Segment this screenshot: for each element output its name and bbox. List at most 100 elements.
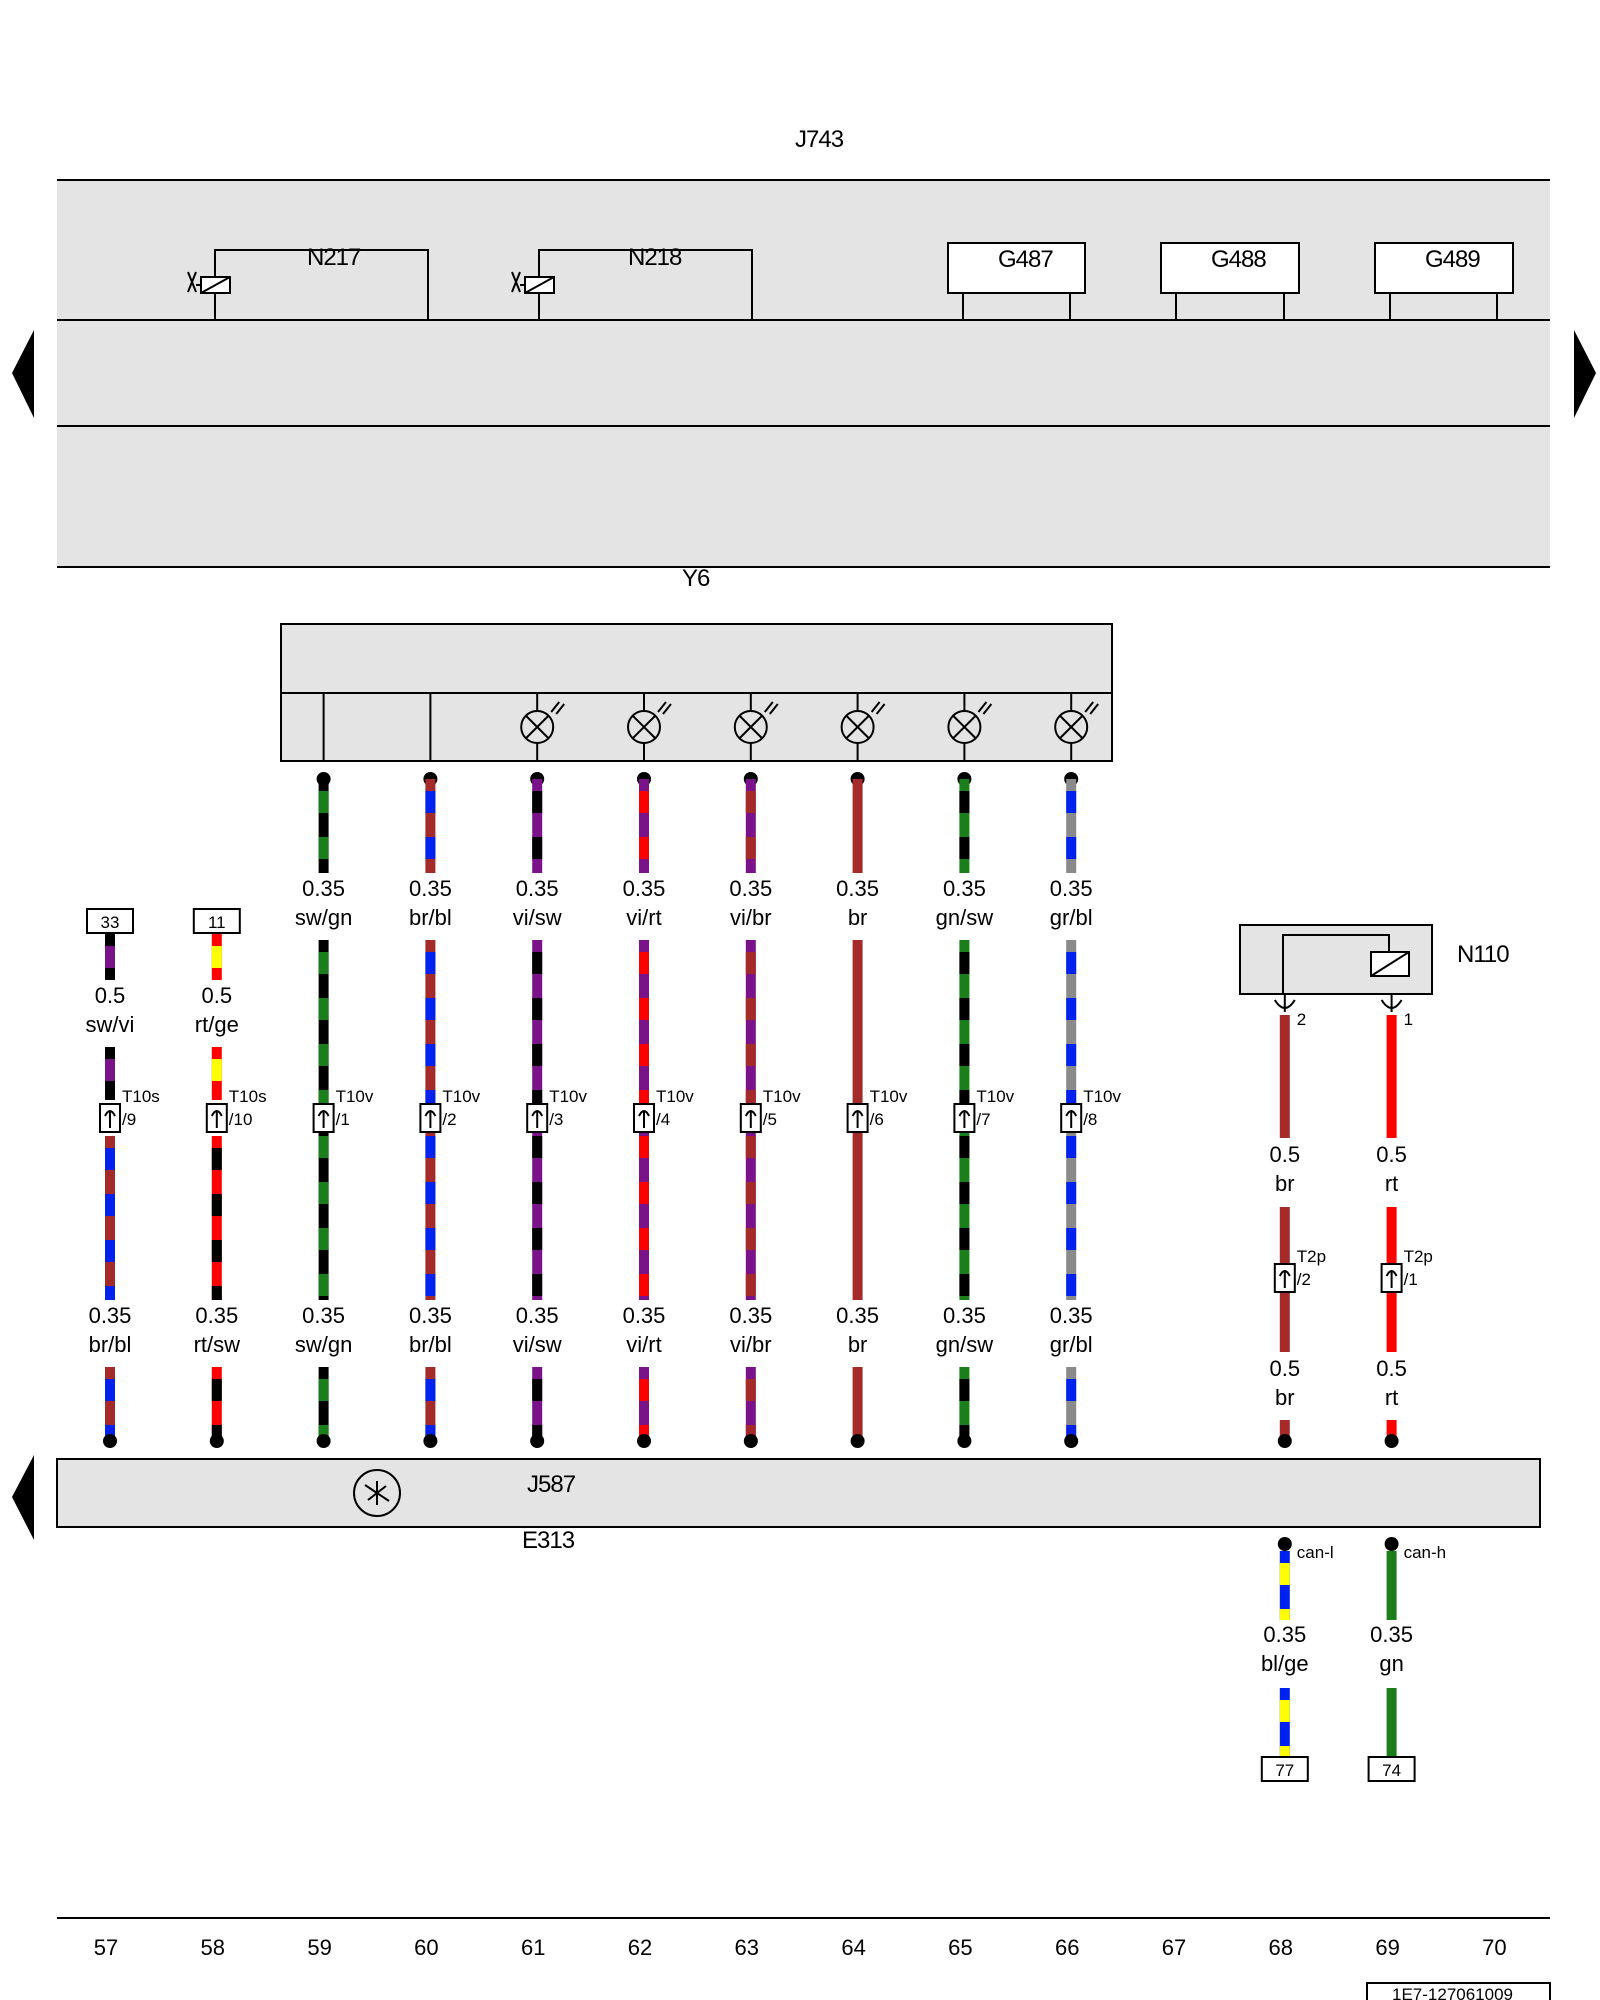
wire-col-57-lower-label-color: br/bl	[89, 1332, 132, 1357]
wire-stripe	[105, 1194, 115, 1216]
junction-dot	[850, 1434, 865, 1448]
wire-col-65-lower-label-size: 0.35	[943, 1303, 986, 1328]
wire-col-69-can-signal: can-h	[1404, 1543, 1447, 1562]
wire-col-68-can-label-size: 0.35	[1263, 1622, 1306, 1647]
junction-dot	[316, 1434, 331, 1448]
wire-base	[1066, 1367, 1077, 1441]
wire-col-62-lower-label-size: 0.35	[623, 1303, 666, 1328]
wire-col-69-lower-label-color: rt	[1385, 1385, 1398, 1410]
wire-col-65-upper-label-size: 0.35	[943, 876, 986, 901]
wire-stripe	[639, 1274, 649, 1296]
wire-col-61-upper-label-color: vi/sw	[513, 905, 562, 930]
wire-col-66-lower-label-color: gr/bl	[1050, 1332, 1093, 1357]
wire-col-69-lower-label-size: 0.5	[1376, 1356, 1407, 1381]
lamp-rays	[870, 701, 886, 715]
wire-col-65-upper	[959, 779, 970, 873]
wire-col-58-mid	[211, 1136, 222, 1300]
wire-col-69-can-lower	[1386, 1688, 1397, 1758]
wire-stripe	[639, 1182, 649, 1204]
sensor-g487: G487	[947, 242, 1086, 320]
wire-stripe	[1066, 1044, 1077, 1066]
wire-stripe	[425, 1044, 436, 1066]
wire-stripe	[425, 1228, 436, 1250]
wire-stripe	[959, 1379, 970, 1401]
g487-label: G487	[998, 246, 1053, 273]
wire-stripe	[211, 1059, 222, 1081]
wire-stripe	[318, 1274, 329, 1296]
lamp-cross	[845, 715, 870, 739]
wire-stripe	[1279, 1700, 1290, 1722]
wire-col-64-lower-label-color: br	[848, 1332, 868, 1357]
wire-stripe	[745, 1044, 756, 1066]
wire-stripe	[959, 952, 970, 974]
wire-col-68-can-lower	[1279, 1688, 1290, 1758]
junction-dot	[637, 1434, 651, 1448]
wire-col-68-can-ref: 77	[1260, 1756, 1309, 1782]
right-continue-arrow	[1574, 330, 1596, 418]
lamp-cross	[952, 715, 977, 739]
wire-col-69-n110-pin: 1	[1404, 1010, 1413, 1029]
wire-col-62-upper	[639, 779, 649, 873]
wire-stripe	[425, 791, 436, 813]
n110-pin-icon	[1273, 994, 1296, 1012]
wire-col-64-upper-label-size: 0.35	[836, 876, 879, 901]
wire-col-69-can-upper	[1386, 1551, 1397, 1620]
wires-layer: 0.35sw/gnT10v/10.35sw/gn0.35br/blT10v/20…	[86, 772, 1447, 1782]
wire-stripe	[318, 791, 329, 813]
wire-col-61-lower-label-size: 0.35	[516, 1303, 559, 1328]
indicator-lamp-icon	[840, 701, 886, 744]
wire-base	[1386, 1551, 1397, 1620]
wire-col-68-lower	[1279, 1420, 1290, 1441]
wire-col-59-lower-label-size: 0.35	[302, 1303, 345, 1328]
connector-pin: /2	[442, 1110, 456, 1129]
wire-col-69-upper	[1386, 1015, 1397, 1138]
left-bottom-continue-arrow	[12, 1455, 34, 1540]
indicator-lamp-icon	[733, 701, 779, 744]
wire-col-57-top-label-size: 0.5	[95, 983, 126, 1008]
wire-stripe	[318, 1090, 329, 1112]
ref-number: 77	[1275, 1761, 1294, 1780]
wire-stripe	[105, 1059, 115, 1081]
wire-base	[425, 779, 436, 873]
e313-label: E313	[522, 1527, 575, 1554]
wire-col-62-upper-label-size: 0.35	[623, 876, 666, 901]
wire-stripe	[532, 1379, 543, 1401]
j743-unit: J743 Y6 N217 N218 G487	[12, 126, 1596, 592]
wire-base	[745, 779, 756, 873]
wire-col-69-upper-label-color: rt	[1385, 1171, 1398, 1196]
wire-col-63-upper-label-size: 0.35	[729, 876, 772, 901]
wire-col-61-upper	[532, 779, 543, 873]
junction-dot	[1384, 1537, 1399, 1551]
wire-stripe	[425, 1090, 436, 1112]
wire-stripe	[425, 952, 436, 974]
wire-stripe	[532, 837, 543, 859]
wire-stripe	[959, 1136, 970, 1158]
footer-code: 1E7-127061009	[1392, 1985, 1513, 2000]
wire-col-63-upper	[745, 779, 756, 873]
wire-stripe	[211, 1240, 222, 1262]
connector-pin: /5	[763, 1110, 777, 1129]
junction-dot	[957, 1434, 972, 1448]
lamp-cross	[525, 715, 549, 739]
wire-stripe	[639, 1136, 649, 1158]
wire-stripe	[745, 1182, 756, 1204]
wire-col-58-upper	[211, 1047, 222, 1100]
wire-stripe	[959, 1425, 970, 1441]
wire-col-58-lower	[211, 1367, 222, 1441]
wire-col-68-upper	[1279, 1015, 1290, 1138]
wire-stripe	[639, 998, 649, 1020]
wire-col-68-lower-label-color: br	[1275, 1385, 1295, 1410]
wire-stripe	[425, 998, 436, 1020]
wire-stripe	[425, 1182, 436, 1204]
connector-pin: /1	[1404, 1270, 1418, 1289]
wire-stripe	[318, 1136, 329, 1158]
wire-col-60-upper-label-color: br/bl	[409, 905, 452, 930]
wire-stripe	[318, 998, 329, 1020]
wire-col-58-top-label-color: rt/ge	[195, 1012, 239, 1037]
wire-col-61-lower-label-color: vi/sw	[513, 1332, 562, 1357]
connector-name: T10v	[549, 1087, 587, 1106]
wire-col-57-lower-label-size: 0.35	[89, 1303, 132, 1328]
wire-stripe	[745, 1228, 756, 1250]
wire-base	[1279, 1688, 1290, 1758]
